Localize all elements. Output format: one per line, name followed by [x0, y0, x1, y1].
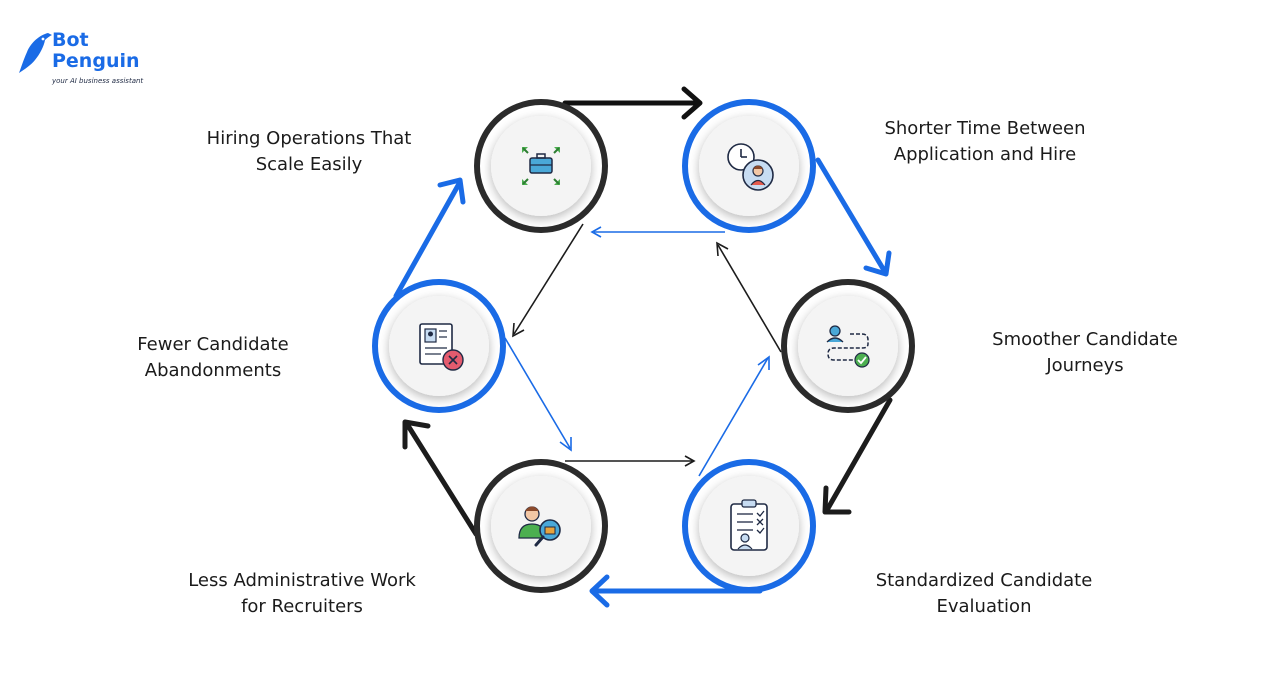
inner-arrow-shorter-to-hiring — [590, 226, 725, 238]
label-line: Fewer Candidate — [137, 334, 289, 355]
label-line: Journeys — [1046, 355, 1124, 376]
outer-arrows — [393, 86, 893, 608]
label-less-admin-work: Less Administrative Work for Recruiters — [152, 568, 452, 620]
penguin-icon — [19, 33, 52, 73]
node-shorter-time — [682, 99, 816, 233]
inner-arrow-standardized-to-smoother — [698, 355, 770, 477]
checklist-icon — [730, 499, 768, 551]
inner-arrow-fewer-to-less-admin — [504, 337, 572, 452]
label-line: for Recruiters — [241, 596, 363, 617]
label-shorter-time: Shorter Time Between Application and Hir… — [835, 116, 1135, 168]
node-less-admin-work — [474, 459, 608, 593]
label-line: Smoother Candidate — [992, 329, 1178, 350]
label-line: Shorter Time Between — [884, 118, 1086, 139]
arrow-standardized-to-less-admin — [589, 574, 763, 608]
logo-line-2: Penguin — [52, 50, 140, 72]
inner-arrows — [504, 223, 782, 477]
node-smoother-journeys — [781, 279, 915, 413]
arrow-fewer-to-hiring — [393, 177, 466, 299]
workflow-icon — [826, 325, 870, 368]
clock-person-icon — [727, 143, 774, 191]
node-fewer-abandonments — [372, 279, 506, 413]
recruiter-search-icon — [518, 506, 561, 547]
label-line: Scale Easily — [255, 154, 363, 175]
arrow-shorter-to-smoother — [815, 157, 892, 277]
logo-line-1: Bot — [52, 29, 89, 51]
briefcase-expand-icon — [522, 147, 560, 185]
label-line: Standardized Candidate — [875, 570, 1093, 591]
arrow-less-admin-to-fewer — [402, 419, 479, 537]
label-hiring-operations: Hiring Operations That Scale Easily — [159, 126, 459, 178]
arrow-hiring-to-shorter — [562, 86, 703, 120]
label-line: Abandonments — [144, 360, 282, 381]
brand-logo: Bot Penguin your AI business assistant — [18, 30, 168, 90]
node-hiring-operations — [474, 99, 608, 233]
logo-wordmark: Bot Penguin — [52, 30, 140, 72]
arrow-smoother-to-standardized — [822, 397, 893, 515]
inner-arrow-hiring-to-fewer — [512, 223, 584, 338]
inner-arrow-smoother-to-shorter — [716, 241, 782, 353]
label-line: Evaluation — [936, 596, 1032, 617]
label-fewer-abandonments: Fewer Candidate Abandonments — [63, 332, 363, 384]
label-smoother-journeys: Smoother Candidate Journeys — [935, 327, 1235, 379]
label-standardized-evaluation: Standardized Candidate Evaluation — [834, 568, 1134, 620]
nodes — [372, 99, 915, 593]
label-line: Less Administrative Work — [188, 570, 416, 591]
inner-arrow-less-admin-to-standardized — [565, 455, 696, 467]
node-standardized-evaluation — [682, 459, 816, 593]
rejected-document-icon — [419, 323, 464, 371]
label-line: Application and Hire — [893, 144, 1077, 165]
logo-tagline: your AI business assistant — [52, 77, 144, 85]
label-line: Hiring Operations That — [206, 128, 412, 149]
